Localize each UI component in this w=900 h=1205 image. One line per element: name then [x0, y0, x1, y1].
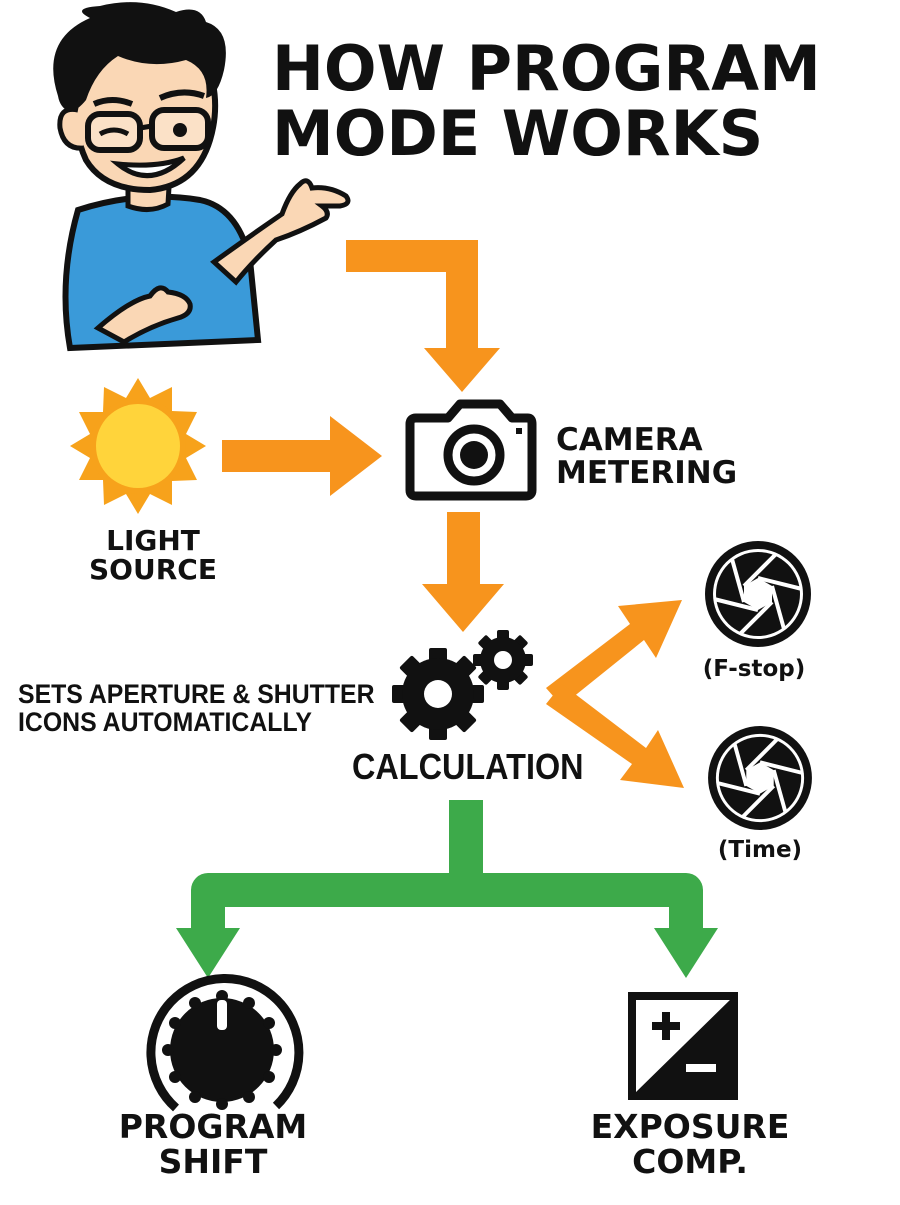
light-source-line-2: SOURCE	[89, 553, 217, 587]
camera-metering-label: CAMERA METERING	[556, 424, 737, 489]
title-line-2: MODE WORKS	[272, 97, 764, 171]
exposure-comp-line-2: COMP.	[632, 1141, 748, 1181]
shutter-icon	[706, 724, 814, 832]
exposure-comp-label: EXPOSURE COMP.	[578, 1107, 802, 1181]
program-shift-line-2: SHIFT	[158, 1141, 268, 1181]
arrow-head-program-shift	[176, 928, 240, 978]
exposure-comp-line-1: EXPOSURE	[590, 1107, 790, 1146]
arrow-guy-to-camera	[346, 240, 500, 392]
arrows-orange	[222, 240, 684, 788]
title-line-1: HOW PROGRAM	[272, 32, 821, 105]
camera-icon	[405, 399, 537, 501]
arrows-green	[176, 800, 718, 978]
program-shift-label: PROGRAM SHIFT	[108, 1107, 318, 1181]
aperture-label: (F-stop)	[702, 656, 806, 682]
aperture-icon	[703, 539, 813, 649]
note-line-2: ICONS AUTOMATICALLY	[18, 707, 312, 738]
program-shift-line-1: PROGRAM	[118, 1107, 308, 1146]
dial-icon	[146, 973, 304, 1112]
camera-metering-line-2: METERING	[556, 454, 738, 491]
camera-metering-line-1: CAMERA	[556, 422, 703, 458]
arrow-head-exposure-comp	[654, 928, 718, 978]
sun-icon	[70, 378, 206, 514]
light-source-label: LIGHT SOURCE	[68, 526, 238, 585]
calculation-label: CALCULATION	[352, 746, 584, 787]
note-line-1: SETS APERTURE & SHUTTER	[18, 679, 375, 709]
arrow-sun-to-camera	[222, 416, 382, 496]
arrow-camera-to-gears	[422, 512, 504, 632]
light-source-line-1: LIGHT	[106, 524, 200, 557]
shutter-label: (Time)	[717, 837, 803, 863]
auto-settings-note: SETS APERTURE & SHUTTER ICONS AUTOMATICA…	[18, 680, 375, 737]
arrow-to-aperture	[546, 600, 682, 706]
gears-icon	[392, 630, 533, 740]
arrow-to-shutter	[546, 684, 684, 788]
cartoon-guy-icon	[53, 2, 351, 352]
page-title: HOW PROGRAM MODE WORKS	[272, 36, 821, 166]
exposure-comp-icon	[628, 992, 738, 1100]
arrow-green-branch	[191, 800, 703, 934]
